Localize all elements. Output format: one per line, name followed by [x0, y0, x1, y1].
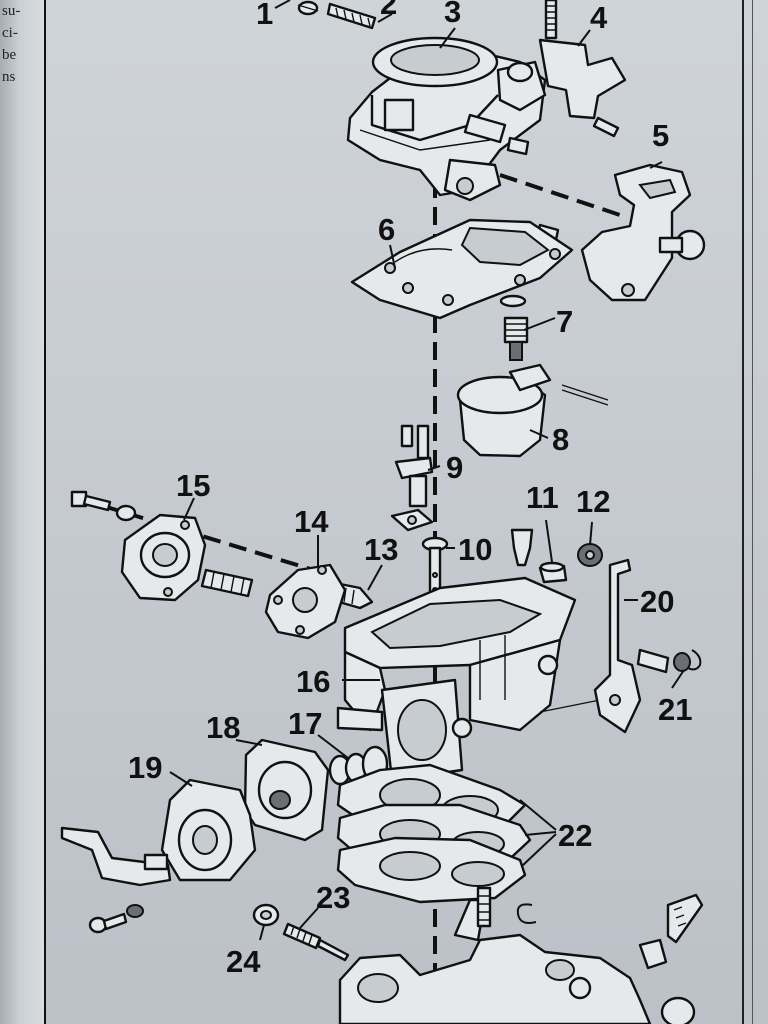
part-2-spring: [326, 2, 377, 30]
part-1-screw: [297, 0, 319, 16]
label-11: 11: [526, 480, 559, 515]
part-21-clip: [636, 648, 702, 674]
housing-screw: [88, 904, 144, 934]
label-8: 8: [552, 422, 569, 457]
edge-text-line: ci-: [2, 25, 18, 41]
pump-spring: [200, 568, 254, 598]
label-21: 21: [658, 692, 692, 727]
label-15: 15: [176, 468, 210, 503]
label-5: 5: [652, 118, 669, 153]
label-13: 13: [364, 532, 398, 567]
right-page-rule-inner: [752, 0, 753, 1024]
pump-cover-screw: [70, 490, 137, 522]
part-16-carburettor-body: [336, 576, 601, 782]
edge-text-line: su-: [2, 3, 21, 19]
part-4-bracket: [538, 0, 627, 138]
edge-text-line: ns: [2, 69, 16, 85]
part-7-needle-valve: [499, 294, 529, 361]
label-17: 17: [288, 706, 322, 741]
label-9: 9: [446, 450, 463, 485]
label-1: 1: [256, 0, 273, 31]
label-23: 23: [316, 880, 350, 915]
edge-text-line: be: [2, 47, 17, 63]
label-2: 2: [380, 0, 397, 21]
part-number-labels: 1 2 3 4 5 6 7 8 9 10 11 12 13 14 15 16 1…: [128, 0, 692, 979]
label-22: 22: [558, 818, 592, 853]
part-9-pump-lever: [390, 424, 434, 532]
label-3: 3: [444, 0, 461, 29]
part-3-top-cover: [346, 36, 547, 202]
part-24-cap: [252, 903, 280, 927]
label-18: 18: [206, 710, 240, 745]
label-16: 16: [296, 664, 330, 699]
part-14-diaphragm: [264, 563, 347, 640]
label-20: 20: [640, 584, 674, 619]
label-24: 24: [226, 944, 261, 979]
part-15-pump-cover: [70, 490, 207, 602]
linkage-axis: [499, 173, 621, 217]
label-14: 14: [294, 504, 329, 539]
part-8-float: [456, 363, 609, 458]
label-6: 6: [378, 212, 395, 247]
part-5-choke-lever: [536, 163, 706, 302]
page-gutter-line: [44, 0, 46, 1024]
part-20-throttle-rod: [593, 558, 642, 734]
part-19-choke-housing: [60, 778, 257, 934]
leader-lines: [169, 0, 685, 941]
label-10: 10: [458, 532, 492, 567]
right-page-rule: [742, 0, 744, 1024]
part-22-gasket-stack: [336, 763, 532, 904]
label-4: 4: [590, 0, 608, 35]
label-19: 19: [128, 750, 162, 785]
label-12: 12: [576, 484, 610, 519]
part-23-idle-screw: [282, 922, 350, 962]
throttle-base: [338, 886, 704, 1024]
label-7: 7: [556, 304, 573, 339]
part-18-diaphragm-cover: [243, 738, 330, 842]
diaphragm-axis: [99, 503, 331, 577]
part-6-gasket: [350, 218, 574, 320]
part-12-washer: [577, 543, 603, 567]
part-11-jet: [510, 528, 568, 584]
facing-page-edge: su- ci- be ns: [0, 0, 44, 1024]
